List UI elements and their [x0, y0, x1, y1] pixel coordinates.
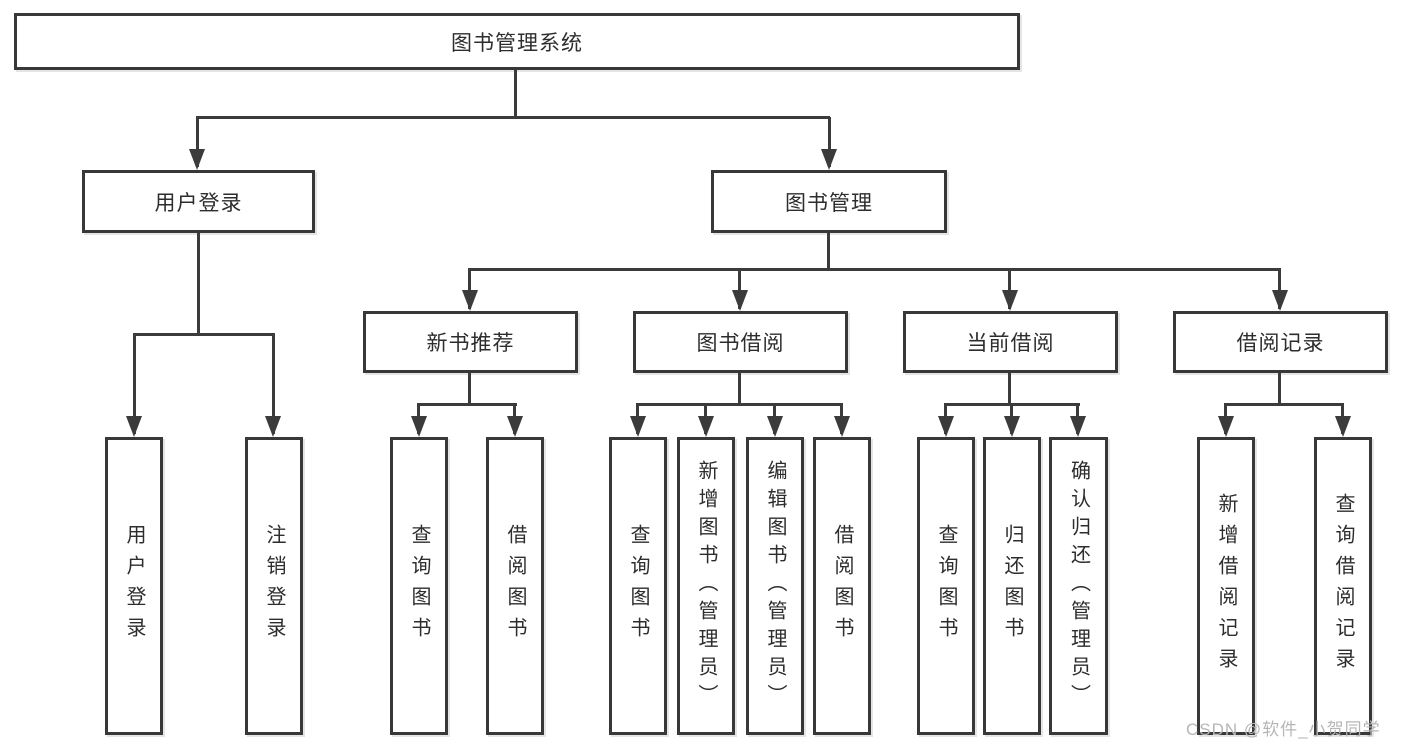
arrow-down-icon	[1002, 290, 1018, 311]
leaf-bb-borrow-book: 借阅图书	[813, 437, 871, 735]
connector-userlogin-drop-2	[272, 334, 275, 434]
arrow-down-icon	[698, 416, 714, 437]
leaf-br-query-record-label: 查询借阅记录	[1332, 493, 1354, 679]
arrow-down-icon	[1272, 290, 1288, 311]
node-new-books-label: 新书推荐	[426, 332, 515, 355]
connector-records-bar	[1224, 403, 1344, 406]
node-root: 图书管理系统	[14, 13, 1020, 70]
node-records: 借阅记录	[1173, 311, 1388, 373]
connector-userlogin-stem	[197, 233, 200, 335]
arrow-down-icon	[1218, 416, 1234, 437]
leaf-rec-query-book: 查询图书	[390, 437, 448, 735]
connector-userlogin-bar	[133, 333, 275, 336]
arrow-down-icon	[411, 416, 427, 437]
connector-root-drop-left	[196, 117, 199, 167]
connector-records-stem	[1278, 373, 1281, 405]
connector-root-stem	[514, 70, 517, 118]
arrow-down-icon	[938, 416, 954, 437]
connector-root-drop-right	[828, 117, 831, 167]
node-book-mgmt: 图书管理	[711, 170, 947, 233]
leaf-br-query-record: 查询借阅记录	[1314, 437, 1372, 735]
node-borrowing: 图书借阅	[633, 311, 848, 373]
leaf-cb-return-book: 归还图书	[983, 437, 1041, 735]
leaf-rec-query-book-label: 查询图书	[408, 524, 430, 648]
connector-bookmgmt-drop-1	[468, 269, 471, 309]
connector-borrowing-stem	[738, 373, 741, 405]
arrow-down-icon	[821, 149, 837, 170]
leaf-cb-return-book-label: 归还图书	[1001, 524, 1023, 648]
leaf-bb-add-book: 新增图书（管理员）	[677, 437, 735, 735]
arrow-down-icon	[189, 149, 205, 170]
arrow-down-icon	[462, 290, 478, 311]
connector-bookmgmt-drop-2	[738, 269, 741, 309]
node-user-login-label: 用户登录	[154, 191, 243, 215]
leaf-bb-edit-book-label: 编辑图书（管理员）	[764, 460, 786, 712]
arrow-down-icon	[767, 416, 783, 437]
connector-current-stem	[1008, 373, 1011, 405]
connector-borrowing-bar	[636, 403, 843, 406]
leaf-bb-query-book: 查询图书	[609, 437, 667, 735]
leaf-user-login: 用户登录	[105, 437, 163, 735]
connector-userlogin-drop-1	[133, 334, 136, 434]
node-root-label: 图书管理系统	[451, 31, 583, 55]
leaf-bb-edit-book: 编辑图书（管理员）	[746, 437, 804, 735]
leaf-logout: 注销登录	[245, 437, 303, 735]
arrow-down-icon	[265, 416, 281, 437]
leaf-cb-query-book-label: 查询图书	[935, 524, 957, 648]
leaf-br-add-record-label: 新增借阅记录	[1215, 493, 1237, 679]
leaf-user-login-label: 用户登录	[123, 524, 145, 648]
arrow-down-icon	[1004, 416, 1020, 437]
connector-root-bar	[196, 116, 830, 119]
node-borrowing-label: 图书借阅	[696, 332, 785, 355]
node-current-label: 当前借阅	[966, 332, 1055, 355]
leaf-cb-confirm-return: 确认归还（管理员）	[1049, 437, 1108, 735]
connector-newbooks-stem	[468, 373, 471, 405]
leaf-bb-borrow-book-label: 借阅图书	[831, 524, 853, 648]
arrow-down-icon	[1335, 416, 1351, 437]
csdn-watermark: CSDN @软件_小贺同学	[1186, 720, 1381, 739]
connector-bookmgmt-drop-4	[1278, 269, 1281, 309]
leaf-br-add-record: 新增借阅记录	[1197, 437, 1255, 735]
node-current: 当前借阅	[903, 311, 1118, 373]
node-book-mgmt-label: 图书管理	[785, 191, 873, 215]
connector-bookmgmt-stem	[827, 233, 830, 270]
node-user-login: 用户登录	[82, 170, 315, 233]
leaf-bb-query-book-label: 查询图书	[627, 524, 649, 648]
connector-newbooks-bar	[417, 403, 517, 406]
leaf-bb-add-book-label: 新增图书（管理员）	[695, 460, 717, 712]
connector-bookmgmt-bar	[468, 268, 1281, 271]
arrow-down-icon	[1070, 416, 1086, 437]
connector-bookmgmt-drop-3	[1008, 269, 1011, 309]
arrow-down-icon	[126, 416, 142, 437]
arrow-down-icon	[507, 416, 523, 437]
node-new-books: 新书推荐	[363, 311, 578, 373]
arrow-down-icon	[834, 416, 850, 437]
arrow-down-icon	[732, 290, 748, 311]
leaf-rec-borrow-book: 借阅图书	[486, 437, 544, 735]
node-records-label: 借阅记录	[1236, 332, 1325, 355]
leaf-logout-label: 注销登录	[263, 524, 285, 648]
leaf-cb-confirm-return-label: 确认归还（管理员）	[1067, 460, 1090, 712]
leaf-rec-borrow-book-label: 借阅图书	[504, 524, 526, 648]
leaf-cb-query-book: 查询图书	[917, 437, 975, 735]
arrow-down-icon	[630, 416, 646, 437]
